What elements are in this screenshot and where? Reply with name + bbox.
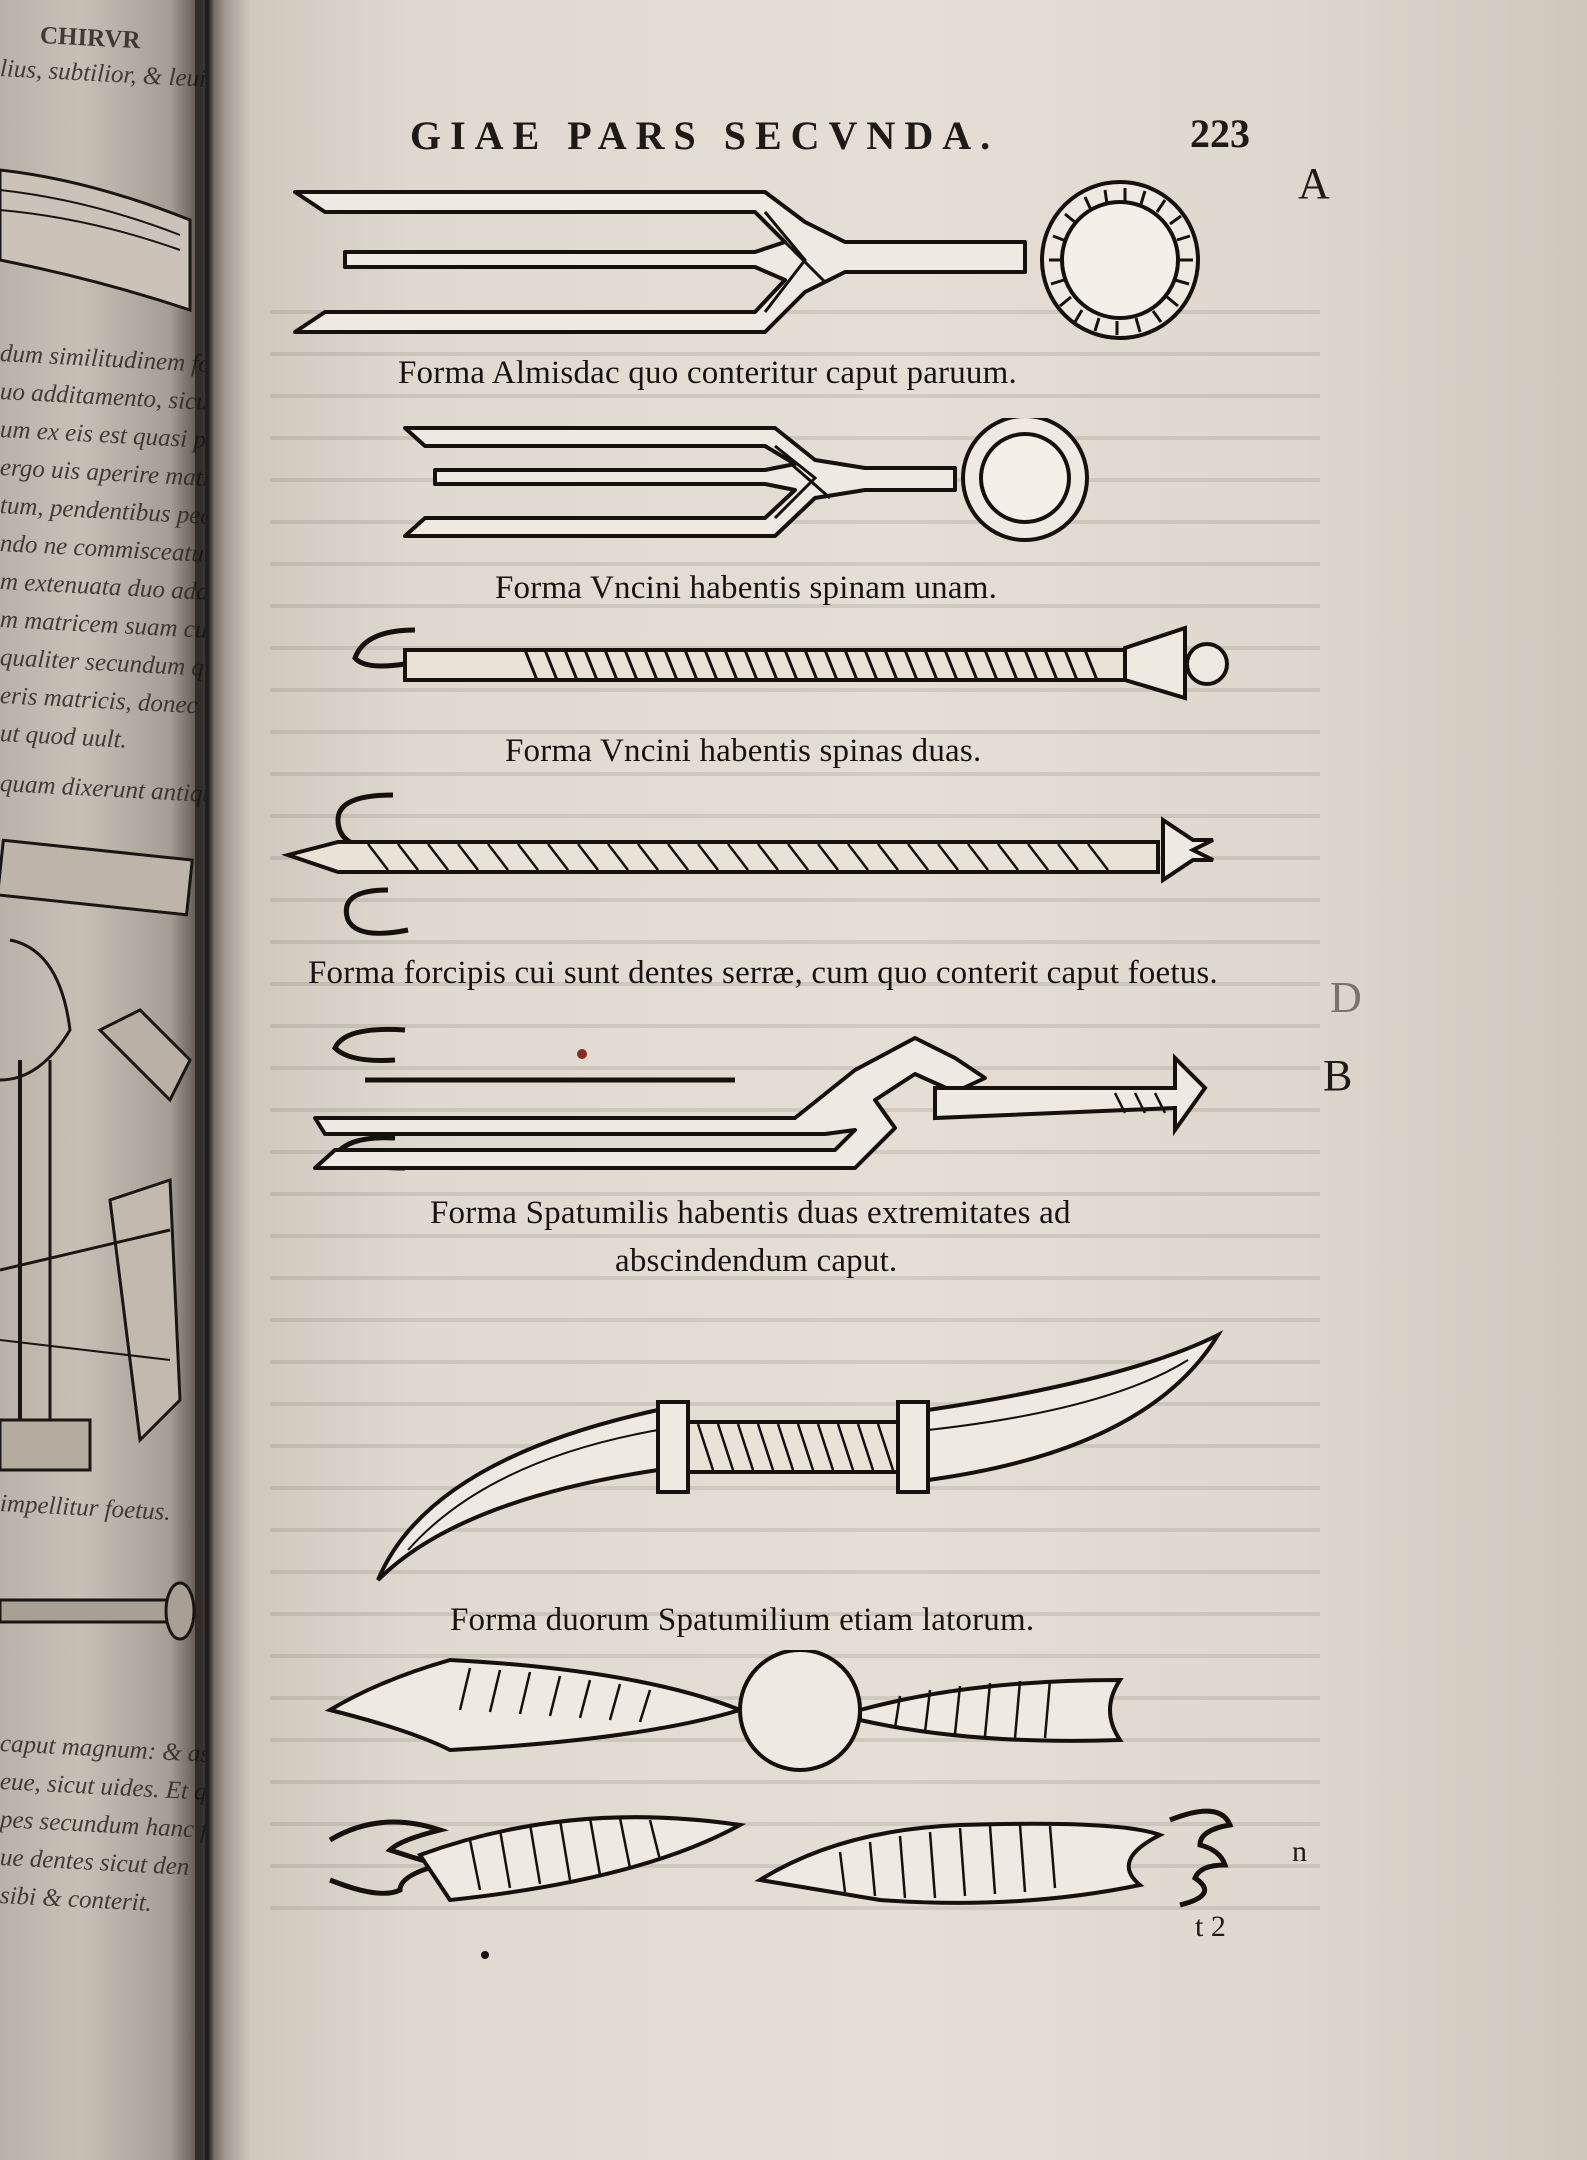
saw-toothed-forceps-illustration [278, 780, 1218, 940]
uncinus-one-spine-illustration [395, 418, 1155, 548]
uncinus-two-spines-illustration [345, 618, 1245, 708]
caption-forma-spatumilis-line2: abscindendum caput. [615, 1243, 898, 1279]
running-head: GIAE PARS SECVNDA. [410, 113, 1000, 158]
spatumilis-two-extremities-illustration [295, 1018, 1215, 1188]
almisdac-instrument-illustration [285, 172, 1205, 352]
caption-forma-uncini-duas: Forma Vncini habentis spinas duas. [505, 733, 982, 769]
left-page-line: um ex eis est quasi palmus [0, 416, 205, 457]
two-broad-spatumiles-illustration [320, 1650, 1250, 1970]
left-page-line: sibi & conterit. [0, 1882, 153, 1917]
caption-forma-almisdac: Forma Almisdac quo conteritur caput paru… [398, 355, 1017, 391]
gutter-shadow [195, 0, 225, 2160]
left-page-line: tum, pendentibus pedibus [0, 492, 205, 533]
left-page: CHIRVR lius, subtilior, & leuior. dum si… [0, 0, 205, 2160]
left-page-rod-illustration [0, 1560, 205, 1680]
caption-forma-duorum-spatumilium: Forma duorum Spatumilium etiam latorum. [450, 1602, 1035, 1638]
margin-letter-b: B [1323, 1051, 1353, 1100]
left-page-line: uo additamento, sicut uides [0, 378, 205, 419]
left-page-line: m matricem suam cum instru [0, 606, 205, 648]
left-page-line: pes secundum hanc fo [0, 1806, 205, 1845]
page-number: 223 [1190, 111, 1250, 156]
left-page-caption: impellitur foetus. [0, 1490, 172, 1526]
left-page-line: eris matricis, donec [0, 682, 199, 720]
signature-mark: t 2 [1195, 1910, 1226, 1943]
left-page-line: m extenuata duo addita [0, 568, 205, 608]
curved-spatumilis-illustration [368, 1330, 1228, 1590]
left-page-line: lius, subtilior, & leuior. [0, 55, 205, 95]
margin-letter-a: A [1298, 159, 1330, 208]
margin-letter-d: D [1330, 973, 1362, 1022]
left-page-apparatus-illustration [0, 800, 205, 1480]
left-page-header: CHIRVR [39, 22, 142, 55]
caption-forma-uncini-una: Forma Vncini habentis spinam unam. [495, 570, 998, 606]
left-page-line: ue dentes sicut den [0, 1844, 191, 1881]
left-page-line: qualiter secundum quantitatem [0, 644, 205, 687]
bottom-right-mark: n [1292, 1835, 1307, 1868]
left-page-line: ut quod uult. [0, 720, 128, 754]
left-page-line: ndo ne commisceatur ab [0, 530, 205, 570]
left-page-line: ergo uis aperire matricem [0, 454, 205, 495]
left-page-blade-illustration [0, 110, 200, 340]
left-page-line: eue, sicut uides. Et quando [0, 1768, 205, 1809]
caption-forma-forcipis: Forma forcipis cui sunt dentes serræ, cu… [308, 955, 1218, 991]
left-page-line: caput magnum: & assimilatur [0, 1730, 205, 1773]
left-page-line: dum similitudinem formo [0, 340, 205, 380]
caption-forma-spatumilis-line1: Forma Spatumilis habentis duas extremita… [430, 1195, 1071, 1231]
